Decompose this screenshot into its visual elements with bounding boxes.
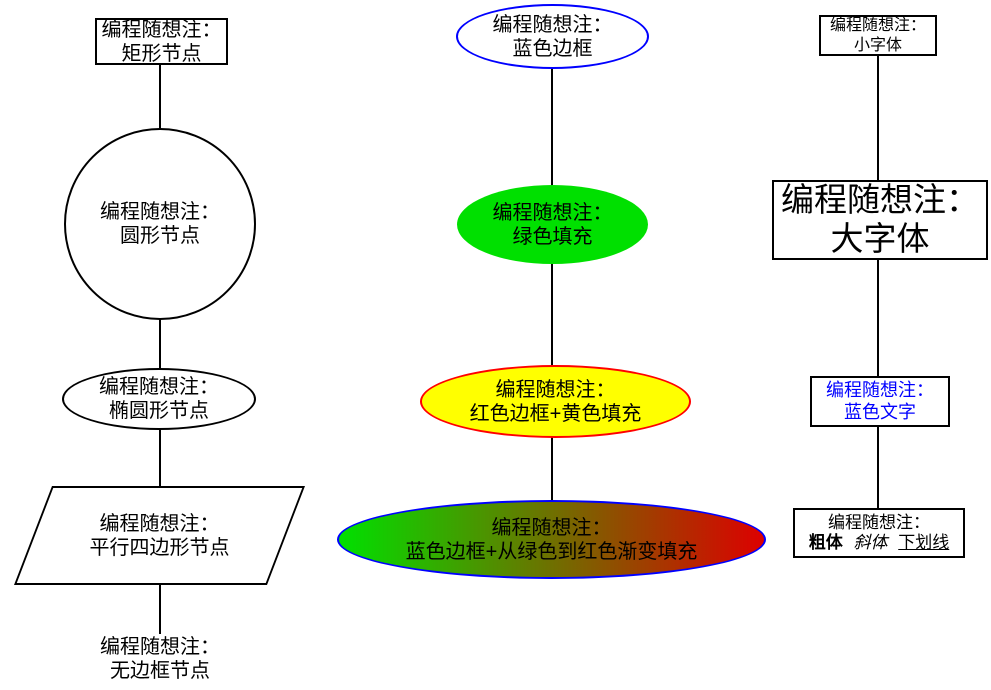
- edge: [159, 584, 161, 634]
- circle-node: 编程随想注： 圆形节点: [64, 128, 256, 320]
- node-label-line2: 蓝色边框+从绿色到红色渐变填充: [405, 540, 698, 563]
- gradient-fill-ellipse-node: 编程随想注： 蓝色边框+从绿色到红色渐变填充: [337, 500, 766, 579]
- borderless-node: 编程随想注： 无边框节点: [80, 634, 240, 684]
- node-label-line2: 红色边框+黄色填充: [469, 402, 642, 425]
- node-label-line1: 编程随想注：: [491, 516, 612, 539]
- node-label-line1: 编程随想注：: [100, 636, 220, 658]
- rect-node: 编程随想注： 矩形节点: [95, 18, 228, 65]
- node-label-line2: 蓝色文字: [844, 401, 916, 422]
- node-label-line2: 矩形节点: [121, 42, 202, 65]
- node-label-line1: 编程随想注：: [99, 376, 219, 398]
- node-label-line1: 编程随想注：: [99, 512, 220, 535]
- edge: [159, 319, 161, 369]
- parallelogram-node: 编程随想注： 平行四边形节点: [33, 486, 286, 585]
- node-label-line1: 编程随想注：: [826, 379, 934, 400]
- green-fill-ellipse-node: 编程随想注： 绿色填充: [457, 185, 648, 264]
- node-label-line2: 蓝色边框: [512, 37, 593, 60]
- node-label-line2: 小字体: [853, 36, 902, 54]
- node-label-line1: 编程随想注：: [828, 512, 930, 532]
- edge: [877, 426, 879, 509]
- edge: [551, 68, 553, 186]
- node-label-line2: 大字体: [830, 220, 930, 257]
- node-label-line1: 编程随想注：: [495, 378, 616, 401]
- node-label-line1: 编程随想注：: [829, 17, 926, 35]
- italic-text: 斜体: [853, 533, 888, 552]
- edge: [877, 259, 879, 377]
- node-label-line1: 编程随想注：: [781, 181, 979, 219]
- small-font-node: 编程随想注： 小字体: [819, 15, 937, 56]
- bold-text: 粗体: [808, 533, 843, 552]
- blue-text-node: 编程随想注： 蓝色文字: [810, 376, 950, 427]
- edge: [551, 262, 553, 366]
- node-label-line2: 椭圆形节点: [109, 400, 209, 422]
- node-label-line2: 平行四边形节点: [89, 536, 230, 559]
- node-label-line2: 圆形节点: [120, 225, 200, 247]
- edge: [159, 429, 161, 487]
- edge: [551, 436, 553, 501]
- edge: [877, 55, 879, 181]
- node-label-line1: 编程随想注：: [100, 201, 220, 223]
- node-label-line2: 绿色填充: [512, 225, 593, 248]
- node-label-line1: 编程随想注：: [492, 201, 613, 224]
- blue-border-ellipse-node: 编程随想注： 蓝色边框: [456, 4, 649, 69]
- edge: [159, 64, 161, 128]
- red-border-yellow-fill-ellipse-node: 编程随想注： 红色边框+黄色填充: [420, 365, 691, 438]
- node-label-line1: 编程随想注：: [492, 13, 613, 36]
- font-styles-node: 编程随想注： 粗体 斜体 下划线: [793, 508, 965, 558]
- large-font-node: 编程随想注： 大字体: [772, 180, 988, 260]
- ellipse-node: 编程随想注： 椭圆形节点: [62, 368, 256, 430]
- node-label-line2: 无边框节点: [110, 660, 210, 682]
- node-label-line2: 粗体 斜体 下划线: [806, 533, 952, 553]
- underline-text: 下划线: [898, 533, 950, 552]
- node-label-line1: 编程随想注：: [101, 18, 222, 41]
